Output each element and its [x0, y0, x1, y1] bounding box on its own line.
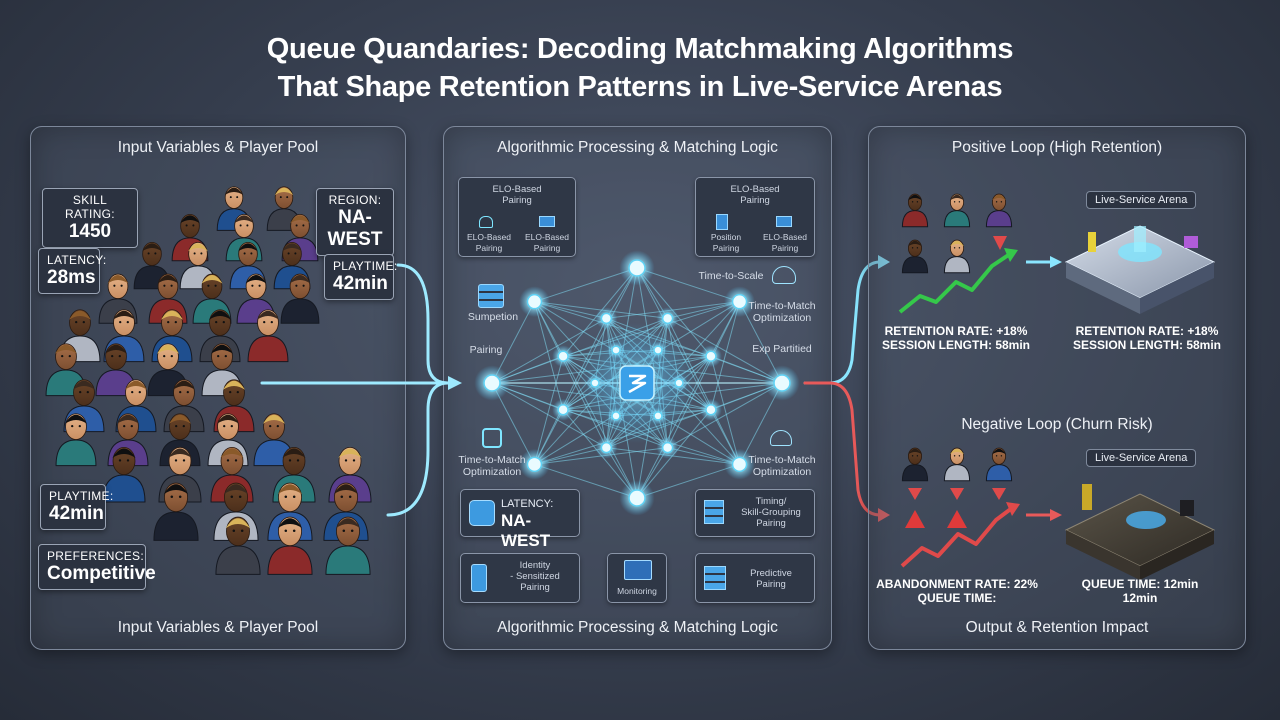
phone-icon	[471, 564, 487, 592]
arena-label-positive: Live-Service Arena	[1086, 191, 1197, 209]
latency-tag: LATENCY: 28ms	[38, 248, 106, 294]
monitor-icon	[624, 560, 652, 580]
ttm-optimization-label-top: Time-to-Match Optimization	[748, 300, 816, 324]
skill-rating-tag: SKILL RATING: 1450	[42, 188, 138, 248]
exp-partitied-label: Exp Partitied	[752, 343, 812, 355]
card-icon	[539, 216, 555, 227]
elo-pairing-box-left: ELO-Based Pairing ELO-Based Pairing ELO-…	[458, 177, 576, 257]
playtime-tag-left: PLAYTIME: 42min	[40, 484, 113, 530]
card-icon	[776, 216, 792, 227]
algorithm-panel-heading: Algorithmic Processing & Matching Logic	[497, 139, 778, 156]
cloud-icon	[770, 430, 792, 446]
timing-grouping-box: Timing/ Skill-Grouping Pairing	[695, 489, 815, 537]
page-title: Queue Quandaries: Decoding Matchmaking A…	[0, 30, 1280, 106]
sumpetion-label: Sumpetion	[467, 311, 519, 323]
target-icon	[482, 428, 502, 448]
playtime-tag-right: PLAYTIME: 42min	[324, 254, 397, 300]
positive-metrics-right: RETENTION RATE: +18% SESSION LENGTH: 58m…	[1072, 324, 1222, 352]
predictive-pairing-box: Predictive Pairing	[695, 553, 815, 603]
puzzle-icon	[469, 500, 495, 526]
elo-pairing-box-right: ELO-Based Pairing Position Pairing ELO-B…	[695, 177, 815, 257]
positive-metrics-left: RETENTION RATE: +18% SESSION LENGTH: 58m…	[881, 324, 1031, 352]
time-to-scale-label: Time-to-Scale	[698, 270, 764, 282]
algorithm-panel-footer: Algorithmic Processing & Matching Logic	[497, 619, 778, 636]
negative-metrics-left: ABANDONMENT RATE: 22% QUEUE TIME:	[876, 577, 1038, 605]
latency-region-box: LATENCY: NA-WEST	[460, 489, 580, 550]
pairing-label: Pairing	[469, 344, 503, 356]
output-panel-footer: Output & Retention Impact	[965, 619, 1149, 636]
ttm-optimization-label-left: Time-to-Match Optimization	[458, 454, 526, 478]
identity-pairing-box: Identity - Sensitized Pairing	[460, 553, 580, 603]
negative-metrics-right: QUEUE TIME: 12min 12min	[1081, 577, 1199, 605]
people-icon	[479, 216, 493, 228]
title-line-1: Queue Quandaries: Decoding Matchmaking A…	[266, 33, 1014, 65]
preferences-tag: PREFERENCES: Competitive	[38, 544, 156, 590]
region-tag: REGION: NA-WEST	[316, 188, 394, 256]
title-line-2: That Shape Retention Patterns in Live-Se…	[277, 71, 1003, 103]
server-icon	[716, 214, 728, 230]
input-panel-footer: Input Variables & Player Pool	[117, 619, 319, 636]
arena-label-negative: Live-Service Arena	[1086, 449, 1197, 467]
cloud-icon	[772, 266, 796, 284]
server-icon	[704, 566, 726, 590]
negative-loop-heading: Negative Loop (Churn Risk)	[961, 416, 1153, 433]
ttm-optimization-label-right: Time-to-Match Optimization	[748, 454, 816, 478]
monitoring-box: Monitoring	[607, 553, 667, 603]
database-icon	[478, 284, 504, 308]
positive-loop-heading: Positive Loop (High Retention)	[951, 139, 1163, 156]
server-icon	[704, 500, 724, 524]
input-panel-heading: Input Variables & Player Pool	[117, 139, 319, 156]
